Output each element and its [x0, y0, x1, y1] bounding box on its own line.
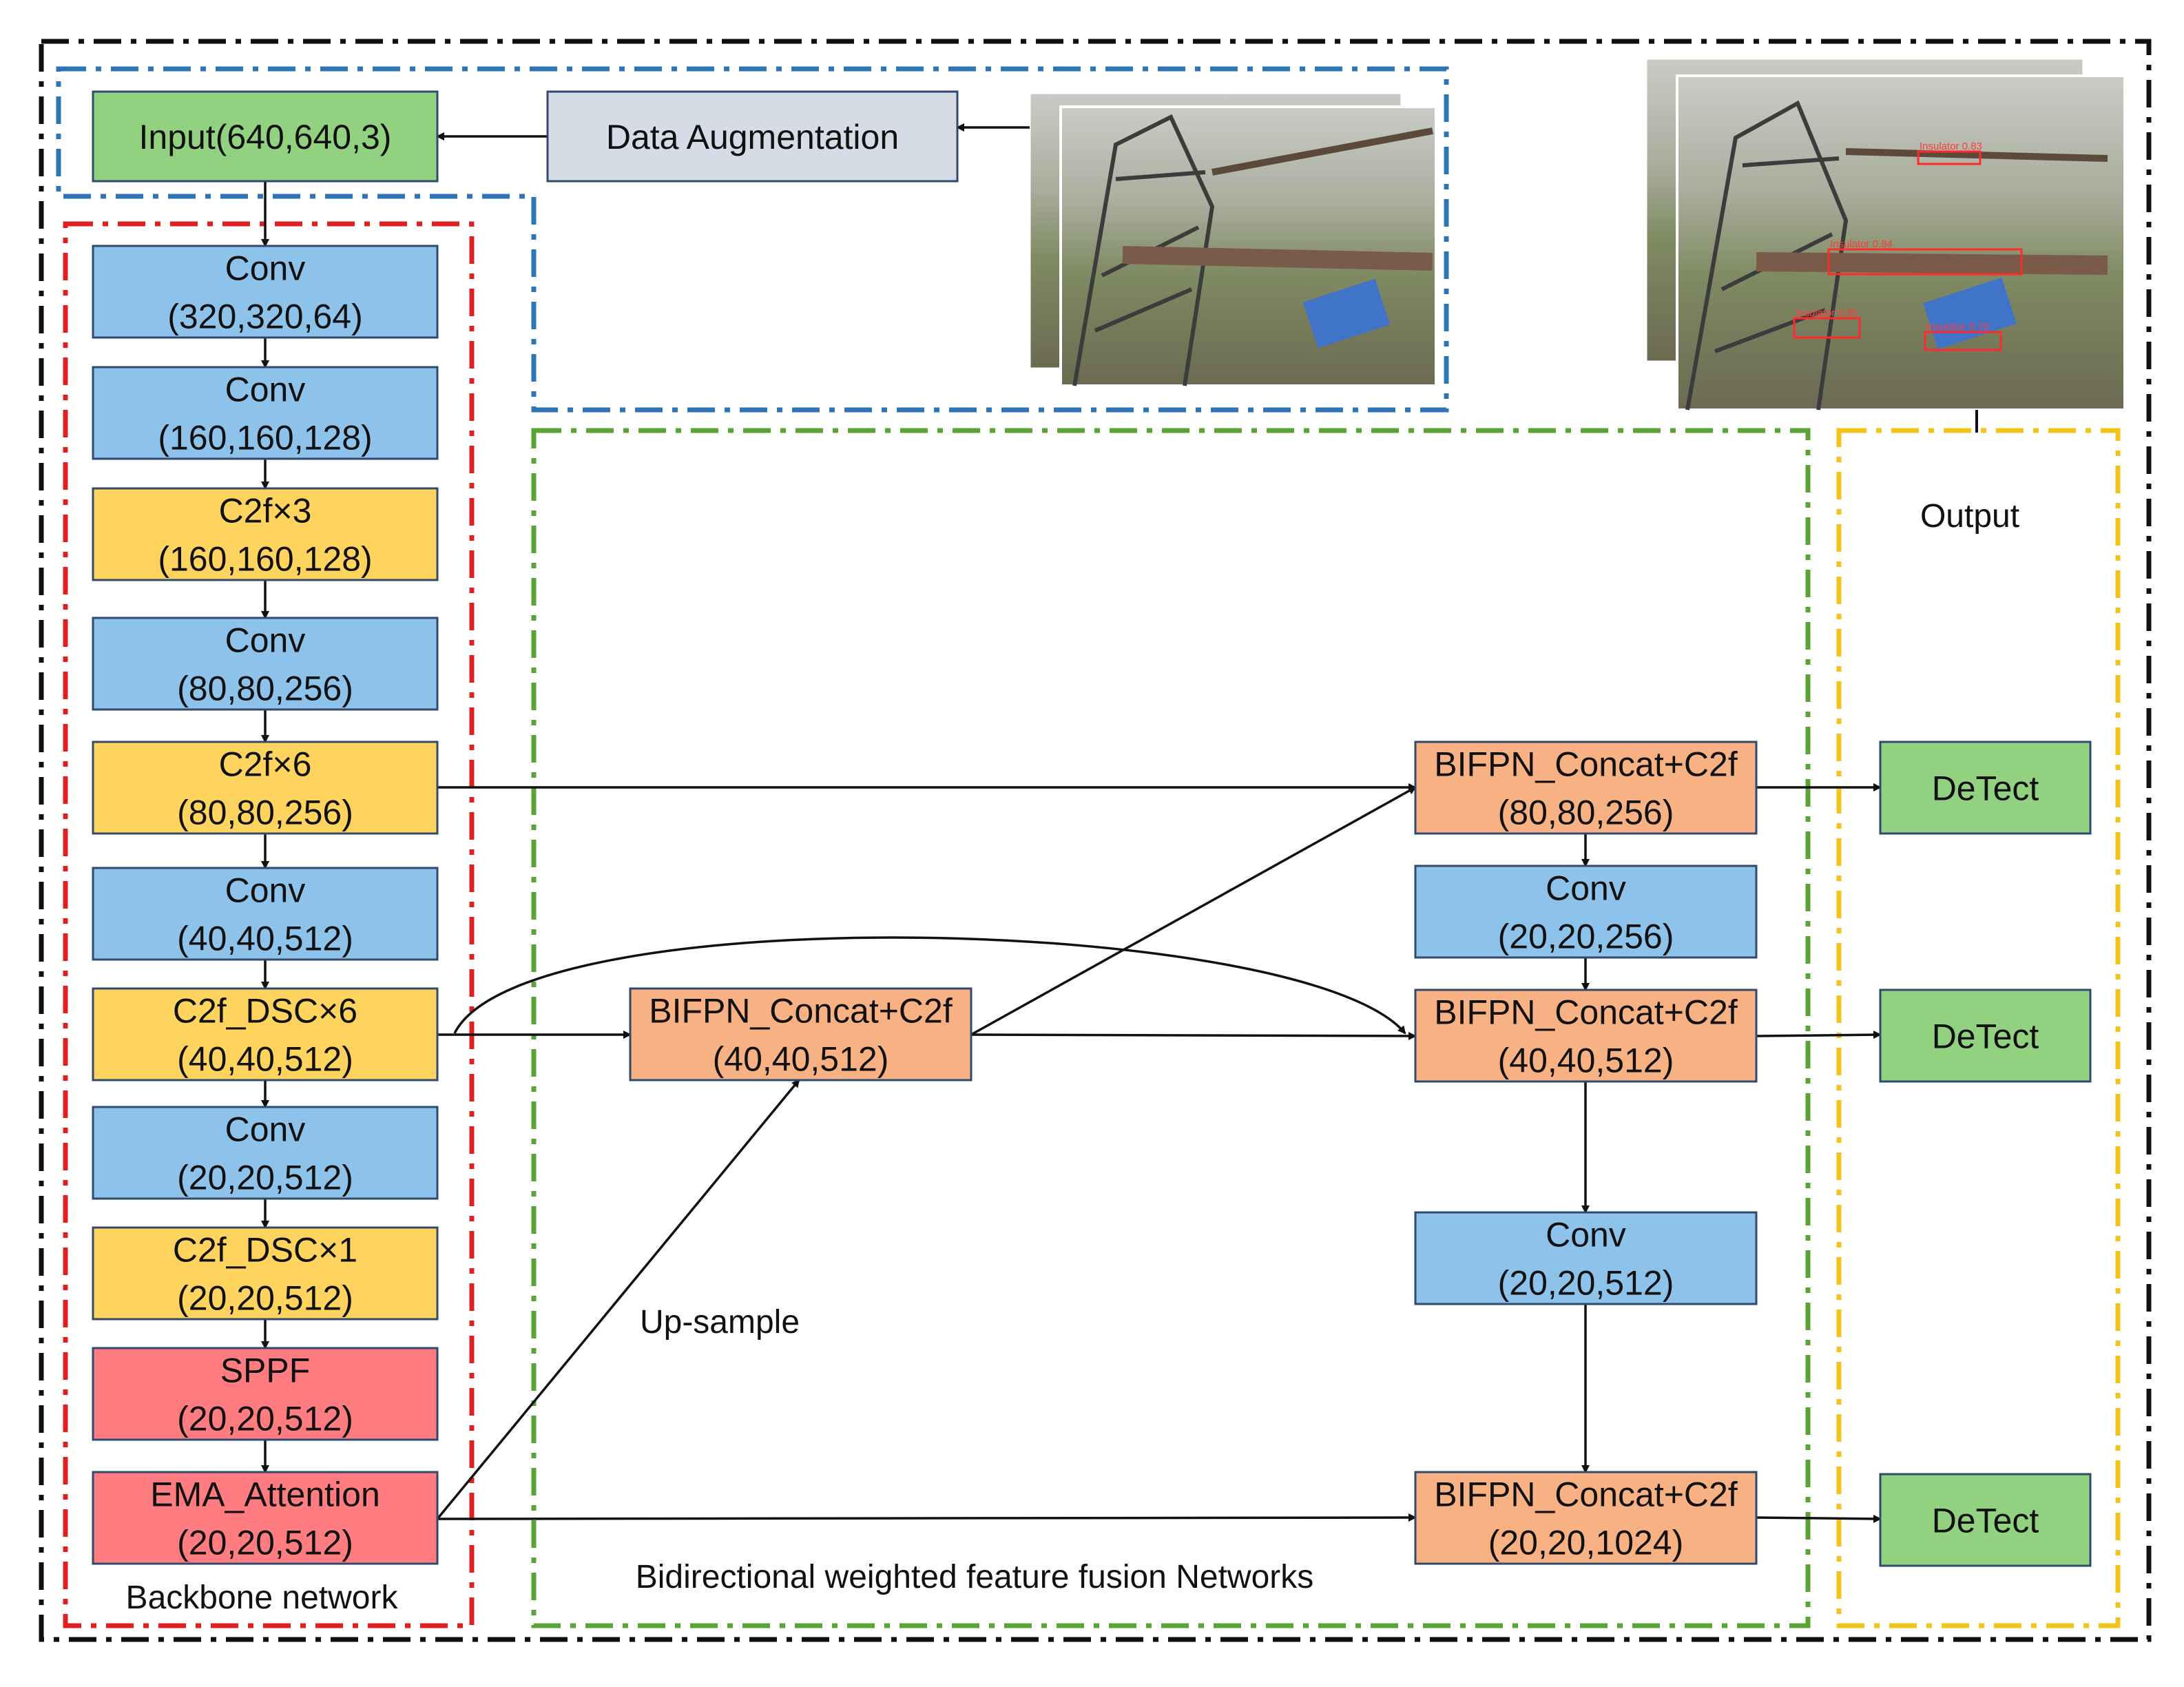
augmentation-frame: [56, 66, 1449, 413]
backbone-block-8: C2f_DSC×1 (20,20,512): [92, 1226, 439, 1321]
connector-arrow: [970, 786, 1417, 1036]
connections: [261, 123, 1882, 1523]
backbone-block-4: C2f×6 (80,80,256): [92, 741, 439, 835]
connector-curve: [453, 936, 1406, 1035]
detection-label: Insulator 0.84: [1830, 238, 1893, 250]
neck-right-block-0: BIFPN_Concat+C2f (80,80,256): [1414, 741, 1758, 835]
backbone-block-3: Conv (80,80,256): [92, 617, 439, 711]
backbone-block-2-text: C2f×3: [219, 492, 312, 530]
backbone-block-6-text: C2f_DSC×6: [173, 992, 357, 1031]
backbone-block-0-text: Conv: [225, 249, 306, 288]
backbone-label: Backbone network: [126, 1580, 399, 1616]
neck-label: Bidirectional weighted feature fusion Ne…: [636, 1559, 1314, 1595]
backbone-block-9-text: (20,20,512): [177, 1400, 353, 1438]
detect-block-1-text: DeTect: [1932, 1017, 2039, 1056]
neck-right-block-4: BIFPN_Concat+C2f (20,20,1024): [1414, 1471, 1758, 1565]
backbone-block-8-text: (20,20,512): [177, 1279, 353, 1318]
input-block: Input(640,640,3): [92, 90, 439, 183]
backbone-block-6: C2f_DSC×6 (40,40,512): [92, 987, 439, 1081]
detect-block-2-text: DeTect: [1932, 1502, 2039, 1540]
backbone-block-1-text: (160,160,128): [158, 419, 372, 457]
detect-block-0: DeTect: [1879, 741, 2092, 835]
neck-right-block-1: Conv (20,20,256): [1414, 865, 1758, 959]
output-frame: [1836, 428, 2121, 1628]
neck-mid-block: BIFPN_Concat+C2f (40,40,512): [629, 987, 973, 1081]
detect-block-2: DeTect: [1879, 1473, 2092, 1567]
backbone-block-4-text: (80,80,256): [177, 794, 353, 832]
backbone-block-9: SPPF (20,20,512): [92, 1347, 439, 1441]
backbone-block-5: Conv (40,40,512): [92, 867, 439, 961]
neck-right-block-2: BIFPN_Concat+C2f (40,40,512): [1414, 989, 1758, 1083]
neck-mid-block-text: (40,40,512): [713, 1040, 889, 1079]
neck-right-block-3-text: Conv: [1546, 1216, 1626, 1254]
backbone-block-10-text: (20,20,512): [177, 1524, 353, 1562]
backbone-block-0-text: (320,320,64): [167, 298, 363, 336]
neck-right-block-0-text: (80,80,256): [1498, 794, 1674, 832]
neck-right-block-3: Conv (20,20,512): [1414, 1211, 1758, 1305]
connector-arrow: [1756, 1031, 1882, 1039]
detection-label: Insulator 0.83: [1920, 141, 1982, 152]
neck-right-block-4-text: (20,20,1024): [1488, 1524, 1684, 1562]
backbone-block-2: C2f×3 (160,160,128): [92, 487, 439, 581]
backbone-block-8-text: C2f_DSC×1: [173, 1231, 357, 1270]
outer-frame: [39, 39, 2152, 1642]
neck-right-block-2-text: BIFPN_Concat+C2f: [1434, 993, 1738, 1032]
connector-arrow: [436, 1079, 800, 1520]
backbone-block-1: Conv (160,160,128): [92, 366, 439, 460]
upsample-label: Up-sample: [640, 1304, 800, 1341]
backbone-block-0: Conv (320,320,64): [92, 245, 439, 339]
input-block-text: Input(640,640,3): [139, 118, 392, 156]
backbone-block-1-text: Conv: [225, 371, 306, 409]
backbone-block-10: EMA_Attention (20,20,512): [92, 1471, 439, 1565]
backbone-block-2-text: (160,160,128): [158, 540, 372, 579]
neck-right-block-4-text: BIFPN_Concat+C2f: [1434, 1476, 1738, 1514]
detection-label: Insulator 0.86: [1796, 307, 1858, 319]
neck-right-block-0-text: BIFPN_Concat+C2f: [1434, 745, 1738, 784]
data-augmentation-block: Data Augmentation: [546, 90, 959, 183]
detection-label: Insulator 0.70: [1926, 321, 1989, 333]
backbone-block-4-text: C2f×6: [219, 745, 312, 784]
backbone-block-3-text: (80,80,256): [177, 670, 353, 708]
backbone-block-7-text: Conv: [225, 1110, 306, 1149]
backbone-block-5-text: Conv: [225, 871, 306, 910]
output-image-stack: Insulator 0.83 Insulator 0.84 Insulator …: [1645, 57, 2126, 433]
input-image-stack: [1028, 92, 1437, 387]
backbone-block-9-text: SPPF: [220, 1352, 311, 1390]
backbone-block-10-text: EMA_Attention: [150, 1476, 380, 1514]
neck-right-block-3-text: (20,20,512): [1498, 1264, 1674, 1303]
connector-arrow: [1756, 1514, 1882, 1523]
neck-frame: [531, 428, 1811, 1628]
connector-arrow: [437, 1513, 1417, 1522]
backbone-block-3-text: Conv: [225, 621, 306, 660]
data-augmentation-block-text: Data Augmentation: [606, 118, 899, 156]
detect-block-0-text: DeTect: [1932, 769, 2039, 808]
backbone-block-7: Conv (20,20,512): [92, 1106, 439, 1200]
backbone-block-5-text: (40,40,512): [177, 920, 353, 958]
output-label: Output: [1920, 498, 2019, 535]
neck-right-block-2-text: (40,40,512): [1498, 1042, 1674, 1080]
neck-mid-block-text: BIFPN_Concat+C2f: [649, 992, 953, 1031]
neck-right-block-1-text: Conv: [1546, 869, 1626, 908]
backbone-block-6-text: (40,40,512): [177, 1040, 353, 1079]
backbone-frame: [63, 221, 475, 1628]
neck-right-block-1-text: (20,20,256): [1498, 918, 1674, 956]
detect-block-1: DeTect: [1879, 989, 2092, 1083]
connector-arrow: [970, 1031, 1417, 1040]
backbone-block-7-text: (20,20,512): [177, 1159, 353, 1197]
